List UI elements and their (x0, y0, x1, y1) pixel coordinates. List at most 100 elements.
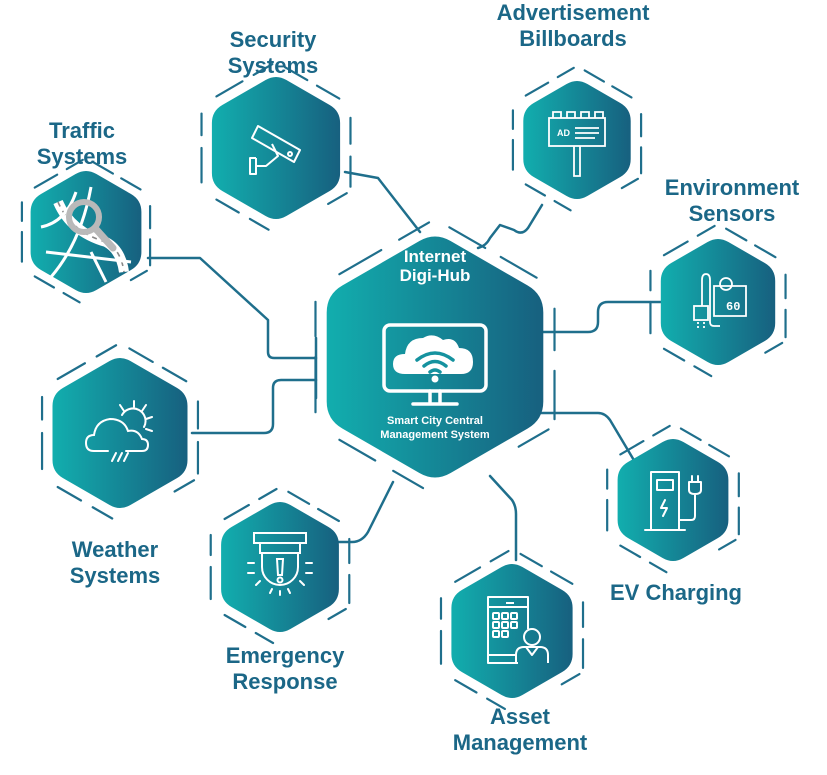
beacon-dome (259, 542, 301, 586)
hex-outline-segment (92, 161, 115, 175)
road-map-search-icon (40, 186, 132, 283)
connector-asset (488, 474, 518, 562)
label-line: Management (452, 730, 588, 755)
hex-outline-segment (662, 347, 686, 362)
hex-outline-segment (161, 366, 188, 383)
label-line: Billboards (519, 26, 627, 51)
environment-sensor-icon: 60 (693, 273, 747, 330)
monitor-frame (382, 323, 488, 393)
hex-outline-segment (489, 549, 510, 563)
magnifier-handle (91, 224, 117, 252)
hub-title-line1: Internet (403, 247, 467, 266)
cctv-camera-icon (249, 125, 301, 175)
label-environment: Environment Sensors (648, 175, 816, 227)
hex-outline-segment (648, 561, 668, 574)
hex-outline-segment (560, 672, 581, 686)
label-line: Security (229, 27, 317, 52)
hex-outline-segment (56, 362, 87, 381)
node-security[interactable] (200, 63, 352, 231)
node-ev[interactable] (606, 424, 740, 574)
hex-outline-segment (65, 158, 84, 171)
hex-outline (40, 344, 200, 520)
hex-outline-segment (553, 199, 572, 212)
hex-background (451, 564, 573, 698)
node-billboards[interactable]: AD (511, 66, 643, 212)
app-grid-cell (510, 621, 518, 629)
hex-outline-segment (173, 479, 196, 493)
hex-outline-segment (398, 221, 431, 241)
hex-outline-segment (524, 183, 547, 197)
billboard-text-lines (575, 127, 599, 139)
sensor-probe (701, 273, 720, 327)
node-weather[interactable] (40, 344, 200, 520)
hex-background (221, 502, 339, 632)
hex-outline-segment (454, 566, 482, 583)
hex-outline-segment (517, 428, 550, 448)
label-line: Traffic (48, 118, 116, 143)
hex-outline-segment (693, 365, 713, 378)
camera-led (287, 151, 293, 157)
monitor-stand (411, 389, 459, 406)
connector-emergency (336, 480, 395, 544)
hex-outline-segment (448, 226, 487, 250)
node-asset[interactable] (439, 549, 585, 711)
label-line: Systems (227, 53, 319, 78)
hex-outline-segment (62, 291, 81, 304)
cloud (84, 417, 150, 452)
charger-plug (678, 475, 702, 521)
label-security: Security Systems (208, 27, 338, 79)
hex-background (52, 358, 188, 508)
label-line: Emergency (225, 643, 345, 668)
hex-outline-segment (708, 443, 731, 458)
node-traffic[interactable] (20, 158, 152, 304)
hex-outline-segment (315, 84, 341, 100)
ev-charger-icon (644, 471, 702, 531)
label-emergency: Emergency Response (210, 643, 360, 695)
cloud-wifi-monitor-icon (382, 323, 488, 406)
hex-background (211, 77, 341, 219)
hub-subtitle-line1: Smart City Central (387, 415, 483, 427)
label-line: Systems (69, 563, 161, 588)
label-line: EV Charging (609, 580, 742, 605)
hex-outline-segment (91, 506, 114, 520)
node-emergency[interactable] (209, 487, 351, 645)
hex-outline (209, 487, 351, 645)
label-line: Sensors (688, 201, 776, 226)
hex-outline (200, 63, 352, 231)
hub-subtitle: Smart City Central Management System (350, 414, 520, 442)
user-body (515, 646, 549, 663)
node-environment[interactable]: 60 (649, 224, 787, 378)
billboard-lights (552, 111, 604, 118)
app-grid-cell (501, 630, 509, 638)
hex-outline-segment (283, 66, 309, 82)
label-line: Systems (36, 144, 128, 169)
hex-outline-segment (454, 679, 478, 694)
hex-outline-segment (223, 613, 247, 629)
hex-outline-segment (611, 85, 633, 99)
hex-outline-segment (248, 217, 270, 231)
app-grid-cell (510, 612, 518, 620)
hex-outline-segment (583, 69, 606, 83)
billboard-pole (573, 146, 581, 177)
hex-outline-segment (754, 244, 777, 259)
app-grid-cell (492, 612, 500, 620)
charger-body (644, 471, 686, 531)
connector-security (343, 170, 422, 234)
hex-outline-segment (56, 485, 83, 502)
hex-outline-segment (95, 344, 118, 358)
hex-outline-segment (620, 177, 639, 190)
hex-outline (606, 424, 740, 574)
hex-outline-segment (120, 177, 142, 191)
hex-outline-segment (392, 469, 425, 490)
billboard-icon: AD (548, 111, 606, 177)
hex-outline (511, 66, 643, 212)
tablet-lines (488, 602, 528, 656)
hex-outline-segment (662, 240, 689, 257)
connector-traffic (146, 256, 318, 360)
hex-outline-segment (215, 80, 244, 98)
hub-node[interactable] (314, 221, 556, 490)
nodes-layer: AD 60 (20, 63, 787, 711)
camera-mount (249, 143, 279, 175)
hex-outline-segment (327, 607, 347, 621)
hex-outline-segment (129, 269, 148, 282)
